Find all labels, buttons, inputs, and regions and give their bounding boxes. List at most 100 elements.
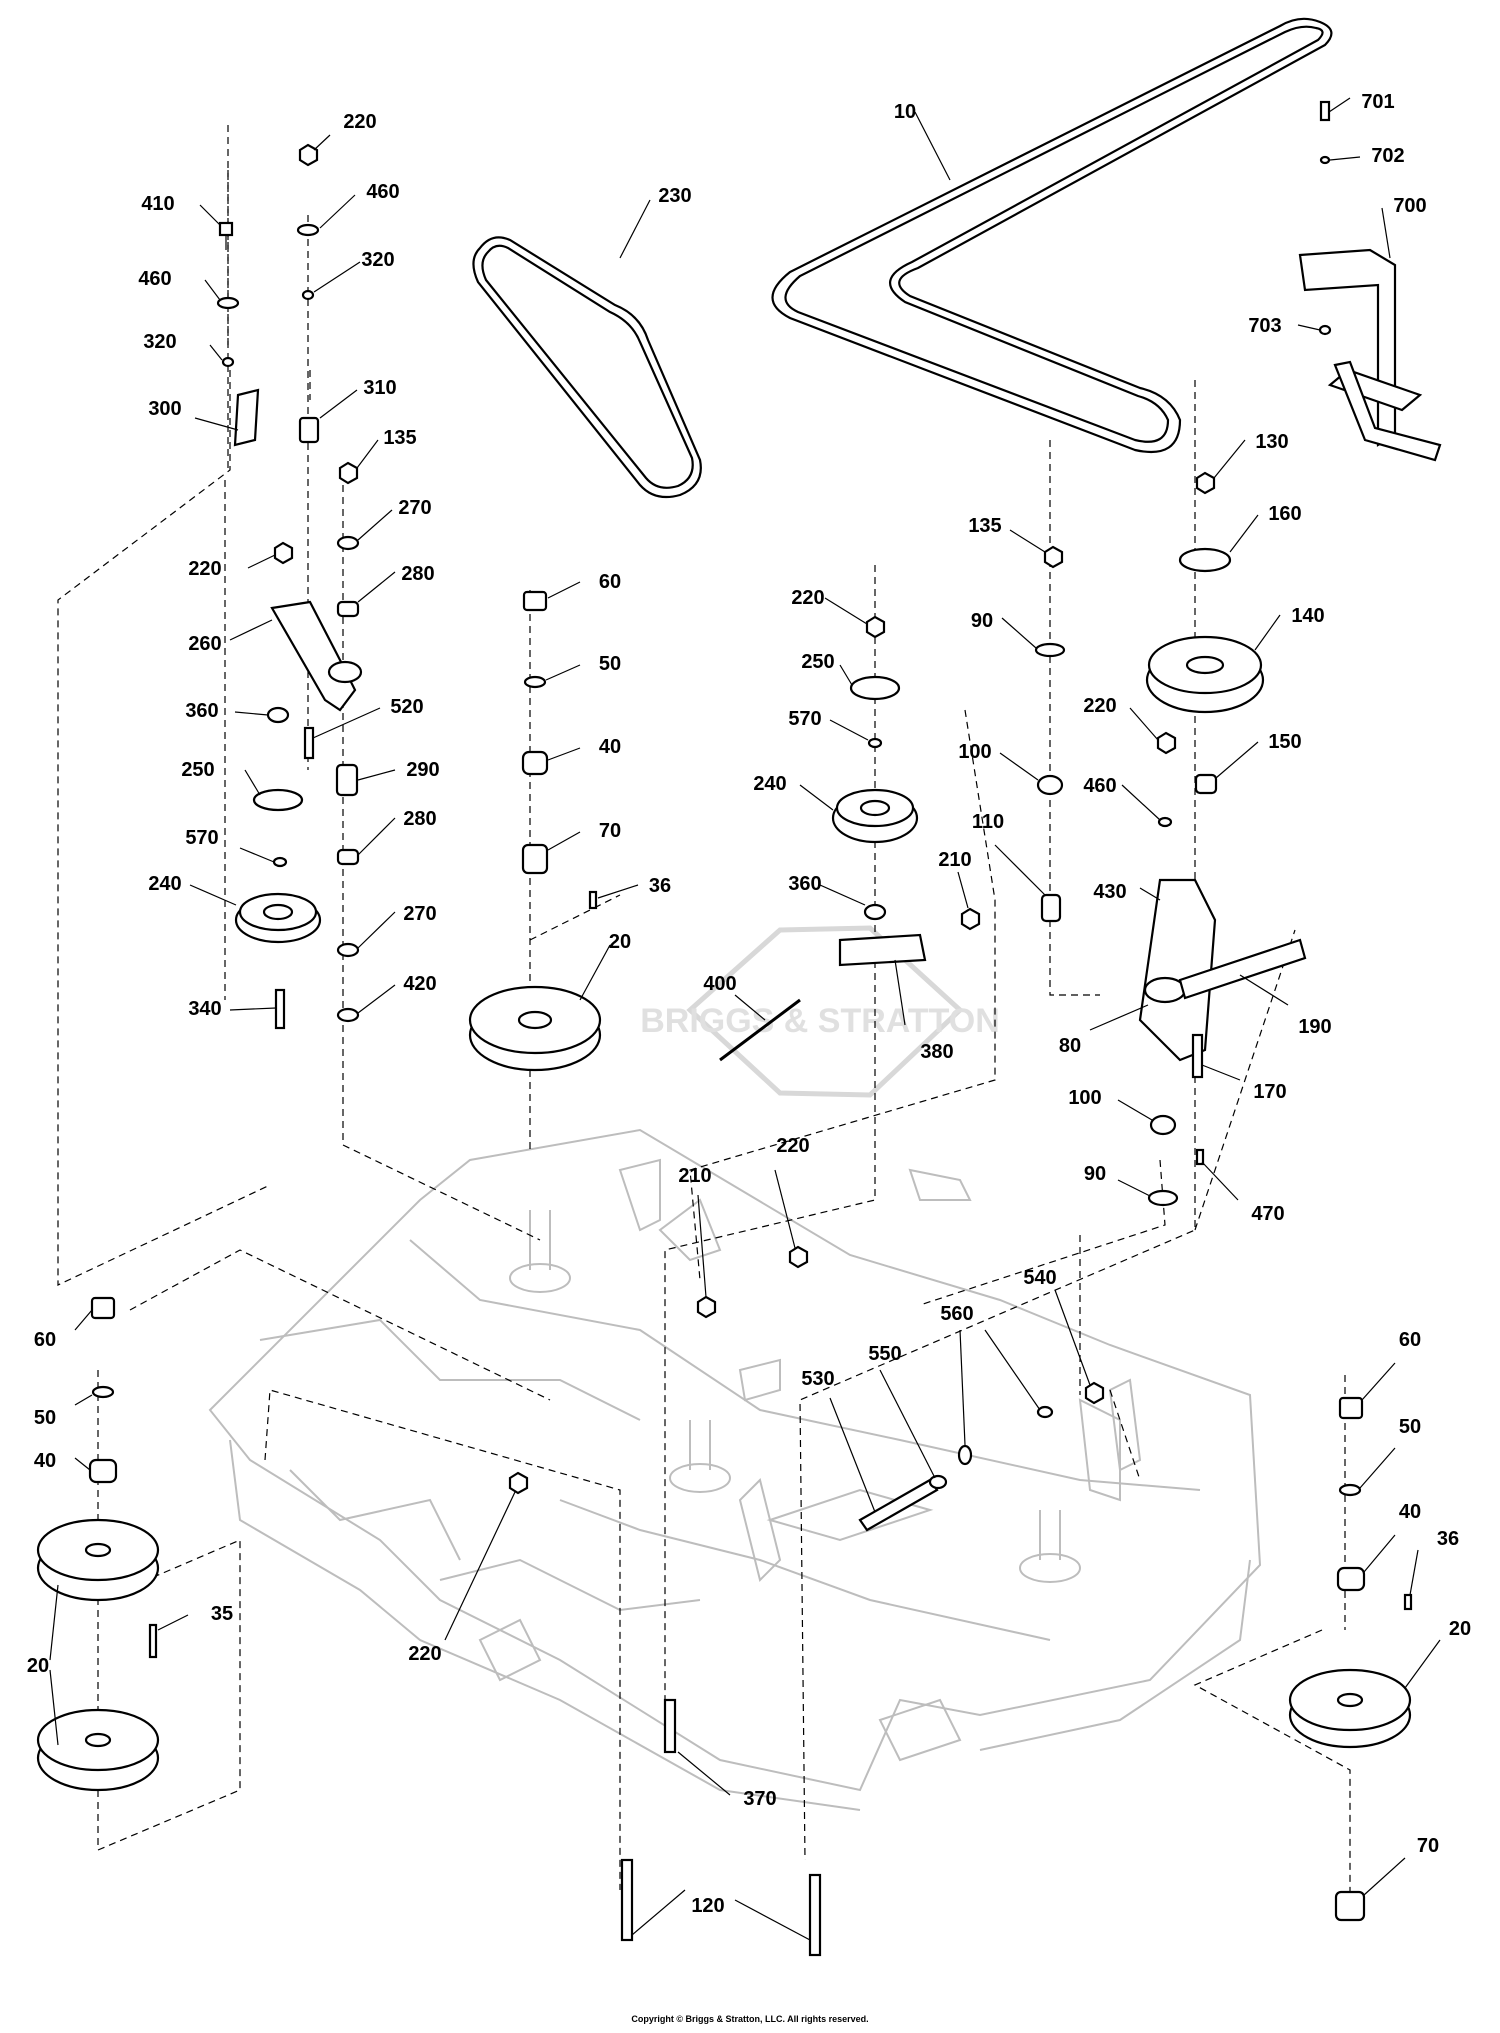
washer-160: [1178, 547, 1232, 573]
callout-220-b: 220: [188, 558, 221, 580]
callout-470: 470: [1251, 1203, 1284, 1225]
callout-60-a: 60: [599, 571, 621, 593]
bearing-100-b: [1149, 1114, 1177, 1136]
part-320-b: [221, 356, 235, 368]
bolt-701: [1319, 100, 1331, 122]
bolt-370: [663, 1698, 677, 1754]
nut-540: [1084, 1381, 1105, 1405]
washer-90-a: [1034, 642, 1066, 658]
callout-190: 190: [1298, 1016, 1331, 1038]
callout-35: 35: [211, 1603, 233, 1625]
spacer-150: [1194, 773, 1218, 795]
part-570-a: [272, 856, 288, 868]
washer-50-b: [91, 1385, 115, 1399]
washer-270-b: [336, 942, 360, 958]
callout-360-b: 360: [788, 873, 821, 895]
callout-80: 80: [1059, 1035, 1081, 1057]
callout-540: 540: [1023, 1267, 1056, 1289]
callout-40-b: 40: [34, 1450, 56, 1472]
cover-250-a: [252, 788, 304, 812]
callout-50-b: 50: [34, 1407, 56, 1429]
washer-420: [336, 1007, 360, 1023]
callout-20-a: 20: [609, 931, 631, 953]
nut-220-e: [788, 1245, 809, 1269]
callout-50-a: 50: [599, 653, 621, 675]
key-36-a: [588, 890, 598, 910]
callout-250-b: 250: [801, 651, 834, 673]
callout-340: 340: [188, 998, 221, 1020]
washer-50-a: [523, 675, 547, 689]
nut-220-d: [865, 615, 886, 639]
callout-310: 310: [363, 377, 396, 399]
leader-lines: [49, 97, 1441, 1941]
spacer-310: [298, 416, 320, 444]
bearing-40-c: [1336, 1566, 1366, 1592]
nut-703: [1318, 324, 1332, 336]
callout-570-b: 570: [788, 708, 821, 730]
cover-250-b: [849, 675, 901, 701]
callout-210-a: 210: [938, 849, 971, 871]
washer-270-a: [336, 535, 360, 551]
bolt-120-a: [620, 1858, 634, 1942]
bracket-700: [1298, 248, 1442, 462]
spacer-110: [1040, 893, 1062, 923]
callout-36-b: 36: [1437, 1528, 1459, 1550]
nut-210-a: [960, 907, 981, 931]
rod-530: [858, 1478, 939, 1532]
nut-210-b: [696, 1295, 717, 1319]
bolt-120-b: [808, 1873, 822, 1957]
idler-arm-hub: [327, 660, 363, 684]
callout-460-b: 460: [138, 268, 171, 290]
callout-550: 550: [868, 1343, 901, 1365]
belt-10: [771, 17, 1333, 454]
callout-150: 150: [1268, 731, 1301, 753]
bearing-280-a: [336, 600, 360, 618]
callout-10: 10: [894, 101, 916, 123]
callout-210-b: 210: [678, 1165, 711, 1187]
callout-140: 140: [1291, 605, 1324, 627]
callout-20-c: 20: [1449, 1618, 1471, 1640]
callout-100-b: 100: [1068, 1087, 1101, 1109]
nut-135-b: [1043, 545, 1064, 569]
bolt-520: [303, 726, 315, 760]
callout-60-b: 60: [34, 1329, 56, 1351]
mower-deck: [208, 1128, 1262, 1811]
idler-arm-260: [270, 600, 357, 712]
callout-430: 430: [1093, 881, 1126, 903]
callout-100-a: 100: [958, 741, 991, 763]
bolt-340: [274, 988, 286, 1030]
callout-240-b: 240: [753, 773, 786, 795]
callout-280-a: 280: [401, 563, 434, 585]
nut-220-b: [273, 541, 294, 565]
spacer-360-a: [266, 706, 290, 724]
callout-280-b: 280: [403, 808, 436, 830]
callout-36-a: 36: [649, 875, 671, 897]
callout-220-a: 220: [343, 111, 376, 133]
callout-703: 703: [1248, 315, 1281, 337]
callout-20-b: 20: [27, 1655, 49, 1677]
callout-700: 700: [1393, 195, 1426, 217]
callout-250-a: 250: [181, 759, 214, 781]
callout-240-a: 240: [148, 873, 181, 895]
callout-50-c: 50: [1399, 1416, 1421, 1438]
pin-400: [719, 998, 801, 1062]
callout-90-b: 90: [1084, 1163, 1106, 1185]
callout-701: 701: [1361, 91, 1394, 113]
callout-400: 400: [703, 973, 736, 995]
callout-320-a: 320: [143, 331, 176, 353]
nut-60-b: [90, 1296, 116, 1320]
callout-370: 370: [743, 1788, 776, 1810]
washer-460-b: [216, 296, 240, 310]
washer-560-b: [957, 1444, 973, 1466]
hardware: [36, 100, 1413, 1957]
callout-380: 380: [920, 1041, 953, 1063]
callout-135-a: 135: [383, 427, 416, 449]
bearing-100-a: [1036, 774, 1064, 796]
copyright-notice: Copyright © Briggs & Stratton, LLC. All …: [631, 2014, 868, 2024]
callout-230: 230: [658, 185, 691, 207]
callout-135-b: 135: [968, 515, 1001, 537]
callout-220-e: 220: [776, 1135, 809, 1157]
spacer-70-a: [521, 843, 549, 875]
callout-220-f: 220: [408, 1643, 441, 1665]
callout-70-b: 70: [1417, 1835, 1439, 1857]
